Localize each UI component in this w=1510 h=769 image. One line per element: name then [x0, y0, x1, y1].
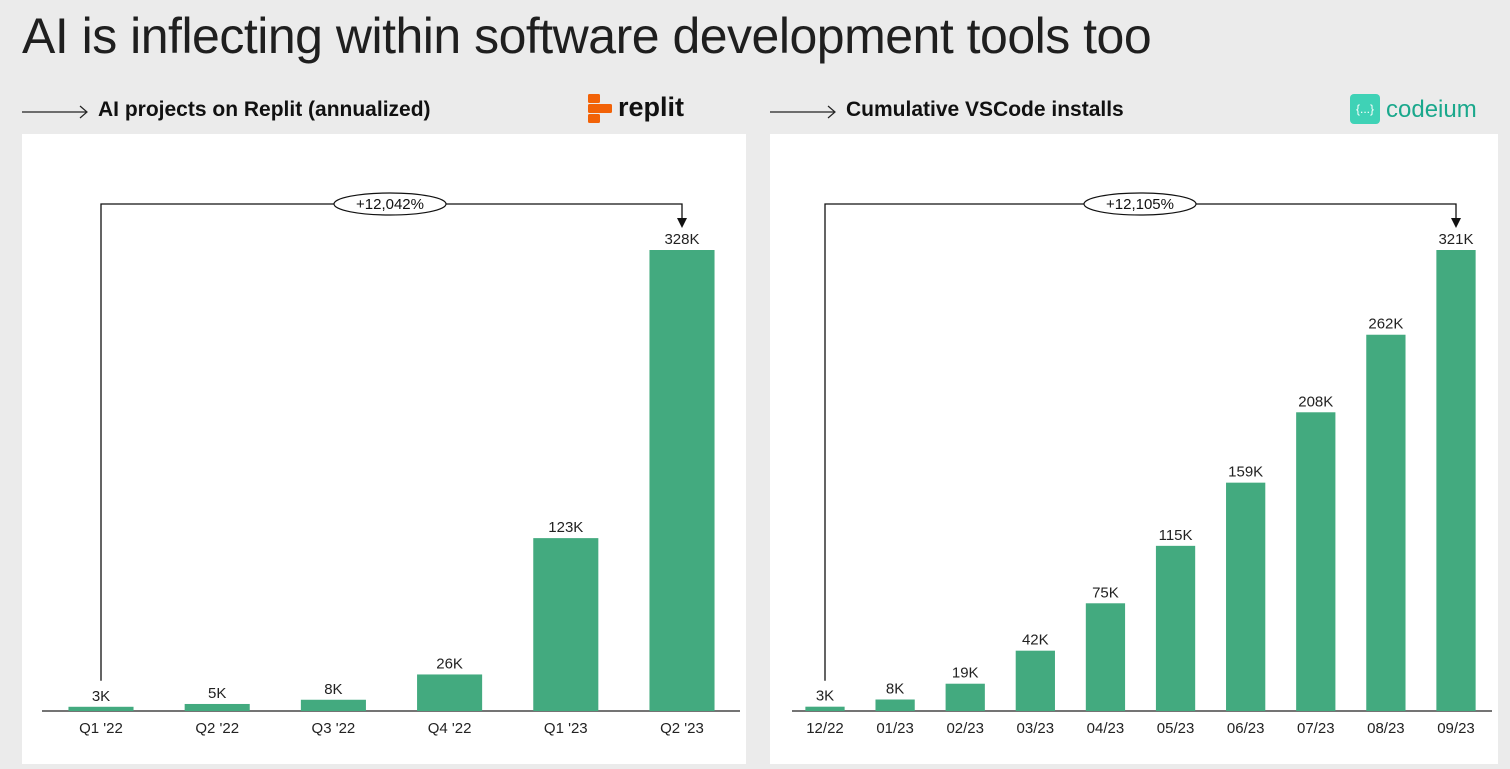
bar [945, 683, 985, 711]
replit-logo: replit [580, 92, 730, 128]
x-tick-label: 08/23 [1367, 720, 1405, 737]
x-tick-label: Q4 '22 [428, 720, 472, 737]
bar [1366, 334, 1406, 711]
arrow-right-icon [22, 105, 88, 119]
svg-text:replit: replit [618, 92, 684, 122]
page-title: AI is inflecting within software develop… [22, 8, 1152, 64]
bar [1155, 545, 1196, 711]
data-label: 3K [816, 688, 834, 705]
bar [68, 706, 134, 711]
panel-header-replit: AI projects on Replit (annualized) repli… [22, 90, 746, 135]
bar [417, 674, 483, 711]
growth-annotation: +12,105% [1106, 196, 1174, 213]
data-label: 159K [1228, 464, 1263, 481]
data-label: 321K [1438, 231, 1473, 248]
data-label: 262K [1368, 316, 1403, 333]
x-tick-label: Q2 '22 [195, 720, 239, 737]
data-label: 3K [92, 688, 110, 705]
bar [300, 699, 366, 711]
svg-text:{...}: {...} [1356, 102, 1374, 116]
data-label: 42K [1022, 632, 1049, 649]
arrow-right-icon [770, 105, 836, 119]
panel-header-codeium: Cumulative VSCode installs {...} codeium [770, 90, 1498, 135]
data-label: 75K [1092, 584, 1119, 601]
x-tick-label: 02/23 [946, 720, 984, 737]
data-label: 8K [886, 681, 904, 698]
data-label: 123K [548, 519, 583, 536]
x-tick-label: 03/23 [1017, 720, 1055, 737]
data-label: 208K [1298, 393, 1333, 410]
bar [875, 699, 915, 711]
bar [1085, 603, 1126, 711]
data-label: 26K [436, 655, 463, 672]
bar-chart-replit: 3K Q1 '22 5K Q2 '22 8K Q3 '22 26K Q4 '22 123K Q1 … [42, 192, 740, 737]
data-label: 19K [952, 665, 979, 682]
data-label: 328K [664, 231, 699, 248]
bar [1015, 650, 1055, 711]
bar [1226, 482, 1266, 711]
growth-bracket [824, 203, 1457, 681]
data-label: 115K [1159, 527, 1193, 544]
x-tick-label: 09/23 [1437, 720, 1475, 737]
data-label: 8K [324, 681, 342, 698]
x-tick-label: 06/23 [1227, 720, 1265, 737]
bar-chart-codeium: 3K 12/22 8K 01/23 19K 02/23 42K 03/23 75K 04/23 11… [792, 192, 1492, 737]
bracket-arrowhead [1451, 218, 1461, 228]
codeium-logo: {...} codeium [1342, 92, 1492, 128]
chart-title-replit: AI projects on Replit (annualized) [98, 98, 431, 121]
growth-annotation: +12,042% [356, 196, 424, 213]
x-tick-label: Q3 '22 [312, 720, 356, 737]
x-tick-label: 07/23 [1297, 720, 1335, 737]
x-tick-label: 12/22 [806, 720, 844, 737]
bar [649, 250, 715, 711]
chart-card-replit: 3K Q1 '22 5K Q2 '22 8K Q3 '22 26K Q4 '22 123K Q1 … [22, 134, 746, 764]
x-tick-label: 01/23 [876, 720, 914, 737]
x-tick-label: 05/23 [1157, 720, 1195, 737]
svg-text:codeium: codeium [1386, 96, 1477, 123]
bar [1296, 412, 1336, 711]
x-tick-label: Q1 '23 [544, 720, 588, 737]
bracket-arrowhead [677, 218, 687, 228]
growth-badge [1083, 192, 1197, 216]
x-tick-label: Q1 '22 [79, 720, 123, 737]
bar [533, 538, 599, 711]
bar [1436, 250, 1476, 711]
growth-badge [333, 192, 447, 216]
chart-title-codeium: Cumulative VSCode installs [846, 98, 1124, 121]
bar [805, 706, 845, 711]
bar [184, 703, 250, 711]
x-tick-label: Q2 '23 [660, 720, 704, 737]
chart-card-codeium: 3K 12/22 8K 01/23 19K 02/23 42K 03/23 75K 04/23 11… [770, 134, 1498, 764]
data-label: 5K [208, 685, 226, 702]
x-tick-label: 04/23 [1087, 720, 1125, 737]
